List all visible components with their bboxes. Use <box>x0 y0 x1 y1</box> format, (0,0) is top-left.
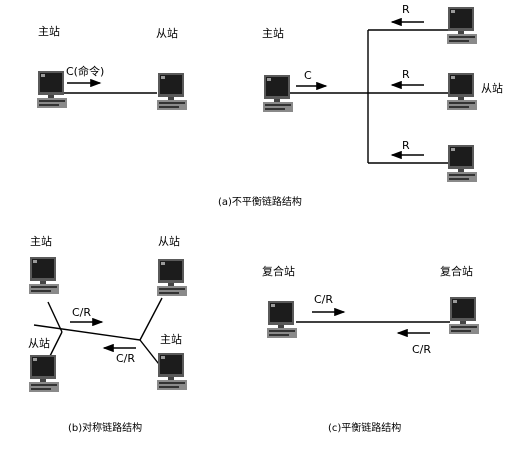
label-b-top-left: 主站 <box>30 235 52 248</box>
link-b-left-top <box>47 301 63 333</box>
computer-b-bottom-right <box>157 353 187 390</box>
link-b-main <box>33 324 141 341</box>
computer-c-right <box>449 297 479 334</box>
label-a-right-response-2: R <box>402 68 410 81</box>
label-b-cr-top: C/R <box>72 306 92 319</box>
computer-c-left <box>267 301 297 338</box>
computer-a-left-master <box>37 71 67 108</box>
label-b-cr-bottom: C/R <box>116 352 136 365</box>
label-b-top-right: 从站 <box>158 235 180 248</box>
caption-b: (b)对称链路结构 <box>68 423 143 434</box>
label-a-right-command: C <box>304 69 312 82</box>
label-c-right: 复合站 <box>440 265 473 278</box>
label-c-cr-top: C/R <box>314 293 334 306</box>
label-c-cr-bottom: C/R <box>412 343 432 356</box>
label-a-left-command: C(命令) <box>66 65 105 78</box>
computer-b-bottom-left <box>29 355 59 392</box>
label-a-left-master: 主站 <box>38 25 60 38</box>
caption-a: (a)不平衡链路结构 <box>218 197 302 208</box>
label-a-right-slave: 从站 <box>481 82 503 95</box>
computer-a-right-slave-3 <box>447 145 477 182</box>
link-b-right-top <box>139 297 163 341</box>
computer-b-top-right <box>157 259 187 296</box>
label-c-left: 复合站 <box>262 265 295 278</box>
computer-a-right-slave-1 <box>447 7 477 44</box>
computer-a-right-master <box>263 75 293 112</box>
label-a-right-response-1: R <box>402 3 410 16</box>
label-a-right-response-3: R <box>402 139 410 152</box>
label-b-bottom-left: 从站 <box>28 337 50 350</box>
computer-a-right-slave-2 <box>447 73 477 110</box>
label-a-right-master: 主站 <box>262 27 284 40</box>
label-b-bottom-right: 主站 <box>160 333 182 346</box>
computer-b-top-left <box>29 257 59 294</box>
caption-c: (c)平衡链路结构 <box>328 423 402 434</box>
computer-a-left-slave <box>157 73 187 110</box>
label-a-left-slave: 从站 <box>156 27 178 40</box>
